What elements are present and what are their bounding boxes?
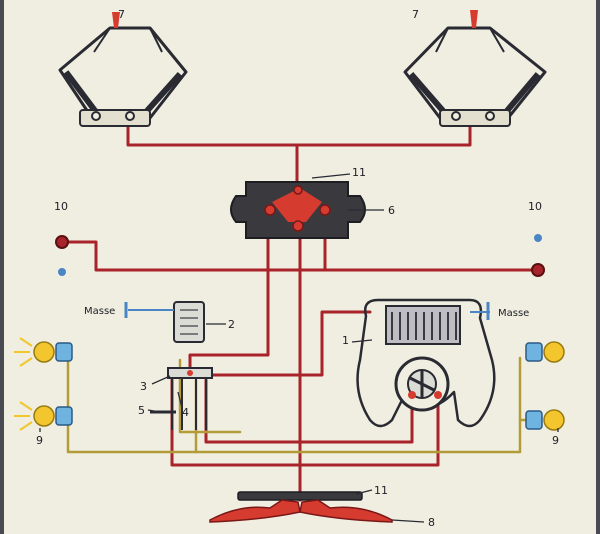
wire-switch-to-regulator	[188, 228, 270, 372]
headlamp-right	[403, 10, 547, 127]
label-4: 4	[182, 406, 189, 419]
wire-horn-row	[60, 240, 542, 272]
label-9-right: 9	[552, 434, 559, 447]
label-7-left: 7	[118, 8, 125, 21]
terminal-left	[55, 235, 69, 276]
label-11-bottom: 11	[374, 484, 388, 497]
leader-lines	[39, 173, 559, 523]
sidelamp-left-upper	[14, 337, 73, 367]
label-10-right: 10	[528, 200, 542, 213]
wire-to-magneto-top	[208, 310, 372, 377]
label-11-top: 11	[352, 166, 366, 179]
label-2: 2	[228, 318, 235, 331]
label-6: 6	[388, 204, 395, 217]
label-10-left: 10	[54, 200, 68, 213]
wire-side-lamps	[66, 356, 522, 454]
label-5: 5	[138, 404, 145, 417]
wire-headlamps	[126, 116, 472, 147]
label-9-left: 9	[36, 434, 43, 447]
sidelamp-right-upper	[525, 341, 565, 363]
regulator	[124, 301, 205, 343]
headlamp-right-tab	[470, 10, 478, 28]
label-3: 3	[140, 380, 147, 393]
label-8: 8	[428, 516, 435, 529]
magneto	[356, 298, 496, 428]
label-masse-right: Masse	[498, 308, 529, 319]
terminal-right	[531, 234, 545, 277]
label-masse-left: Masse	[84, 306, 115, 317]
light-switch	[230, 181, 366, 239]
wire-regulator-yellow	[178, 358, 242, 434]
headlamp-left	[58, 12, 188, 127]
sidelamp-right-lower	[525, 409, 565, 431]
label-1: 1	[342, 334, 349, 347]
headlamp-left-tab	[112, 12, 120, 28]
tail-lamp	[209, 491, 393, 523]
label-7-right: 7	[412, 8, 419, 21]
sidelamp-left-lower	[14, 401, 73, 431]
ignition-switch	[150, 367, 213, 430]
